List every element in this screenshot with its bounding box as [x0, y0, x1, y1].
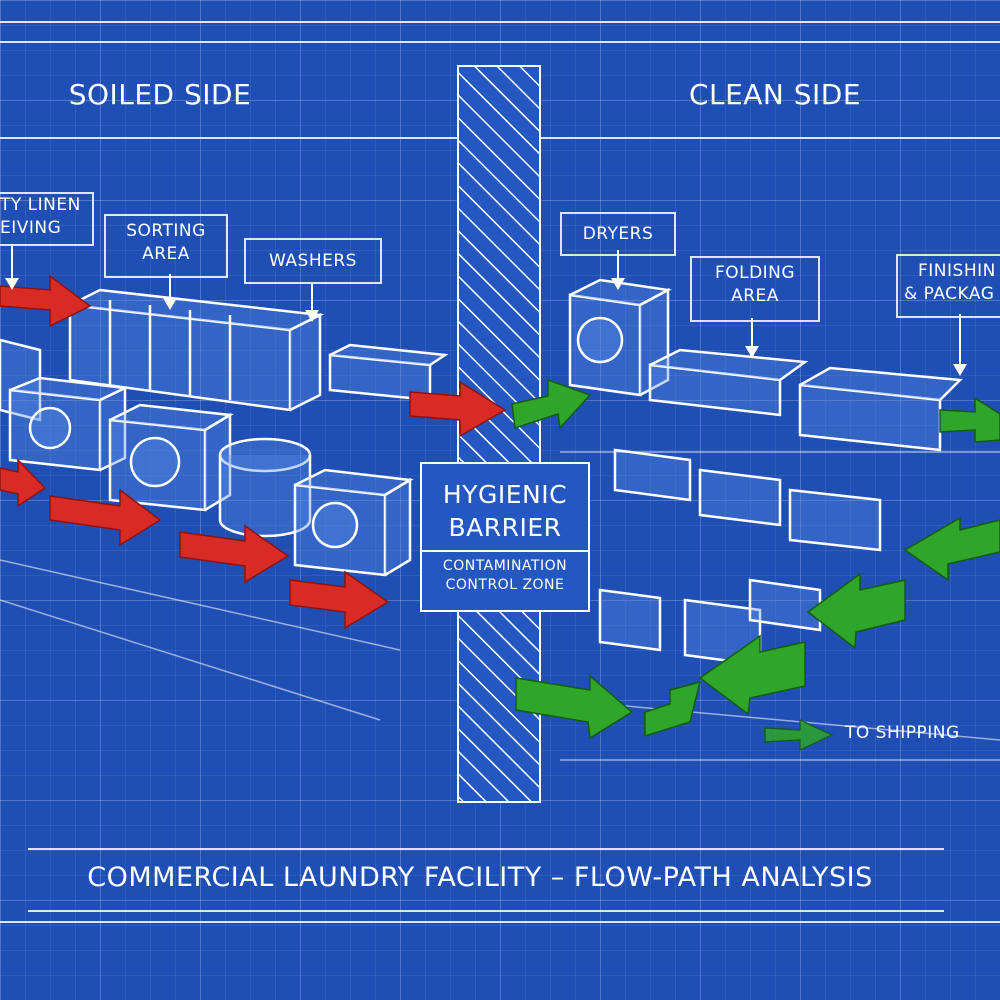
callout-receiving: TY LINEN EIVING [0, 192, 94, 246]
callout-receiving-line1: TY LINEN [0, 195, 81, 215]
callout-sorting-line2: AREA [142, 244, 190, 264]
callout-dryers: DRYERS [560, 212, 676, 256]
soiled-equipment [0, 288, 449, 577]
clean-side-title: CLEAN SIDE [688, 78, 862, 111]
callout-sorting: SORTING AREA [104, 214, 228, 278]
callout-folding-line1: FOLDING [714, 263, 796, 283]
footer-title: COMMERCIAL LAUNDRY FACILITY – FLOW-PATH … [87, 862, 873, 893]
callout-shipping: TO SHIPPING [845, 723, 960, 743]
barrier-divider [422, 550, 588, 552]
footer-title-box [28, 848, 944, 912]
clean-equipment [568, 278, 963, 667]
hygienic-barrier-box: HYGIENIC BARRIER CONTAMINATION CONTROL Z… [420, 462, 590, 612]
callout-dryers-label: DRYERS [582, 224, 654, 244]
soiled-flow-arrows [0, 274, 507, 630]
callout-washers-label: WASHERS [269, 251, 357, 271]
barrier-title-line2: BARRIER [448, 513, 562, 542]
callout-folding-line2: AREA [731, 286, 779, 306]
callout-finishing-line2: & PACKAG [904, 284, 995, 304]
callout-washers: WASHERS [244, 238, 382, 284]
leader-arrowheads [5, 278, 967, 376]
barrier-sub-line1: CONTAMINATION [442, 558, 568, 574]
callout-finishing: FINISHIN & PACKAG [896, 254, 1000, 318]
clean-flow-arrows [511, 378, 1000, 752]
barrier-title-line1: HYGIENIC [442, 480, 568, 509]
callout-sorting-line1: SORTING [126, 221, 206, 241]
callout-folding: FOLDING AREA [690, 256, 820, 322]
callout-finishing-line1: FINISHIN [918, 261, 996, 281]
soiled-side-title: SOILED SIDE [68, 78, 252, 111]
callout-receiving-line2: EIVING [0, 218, 62, 238]
barrier-sub-line2: CONTROL ZONE [445, 577, 565, 593]
